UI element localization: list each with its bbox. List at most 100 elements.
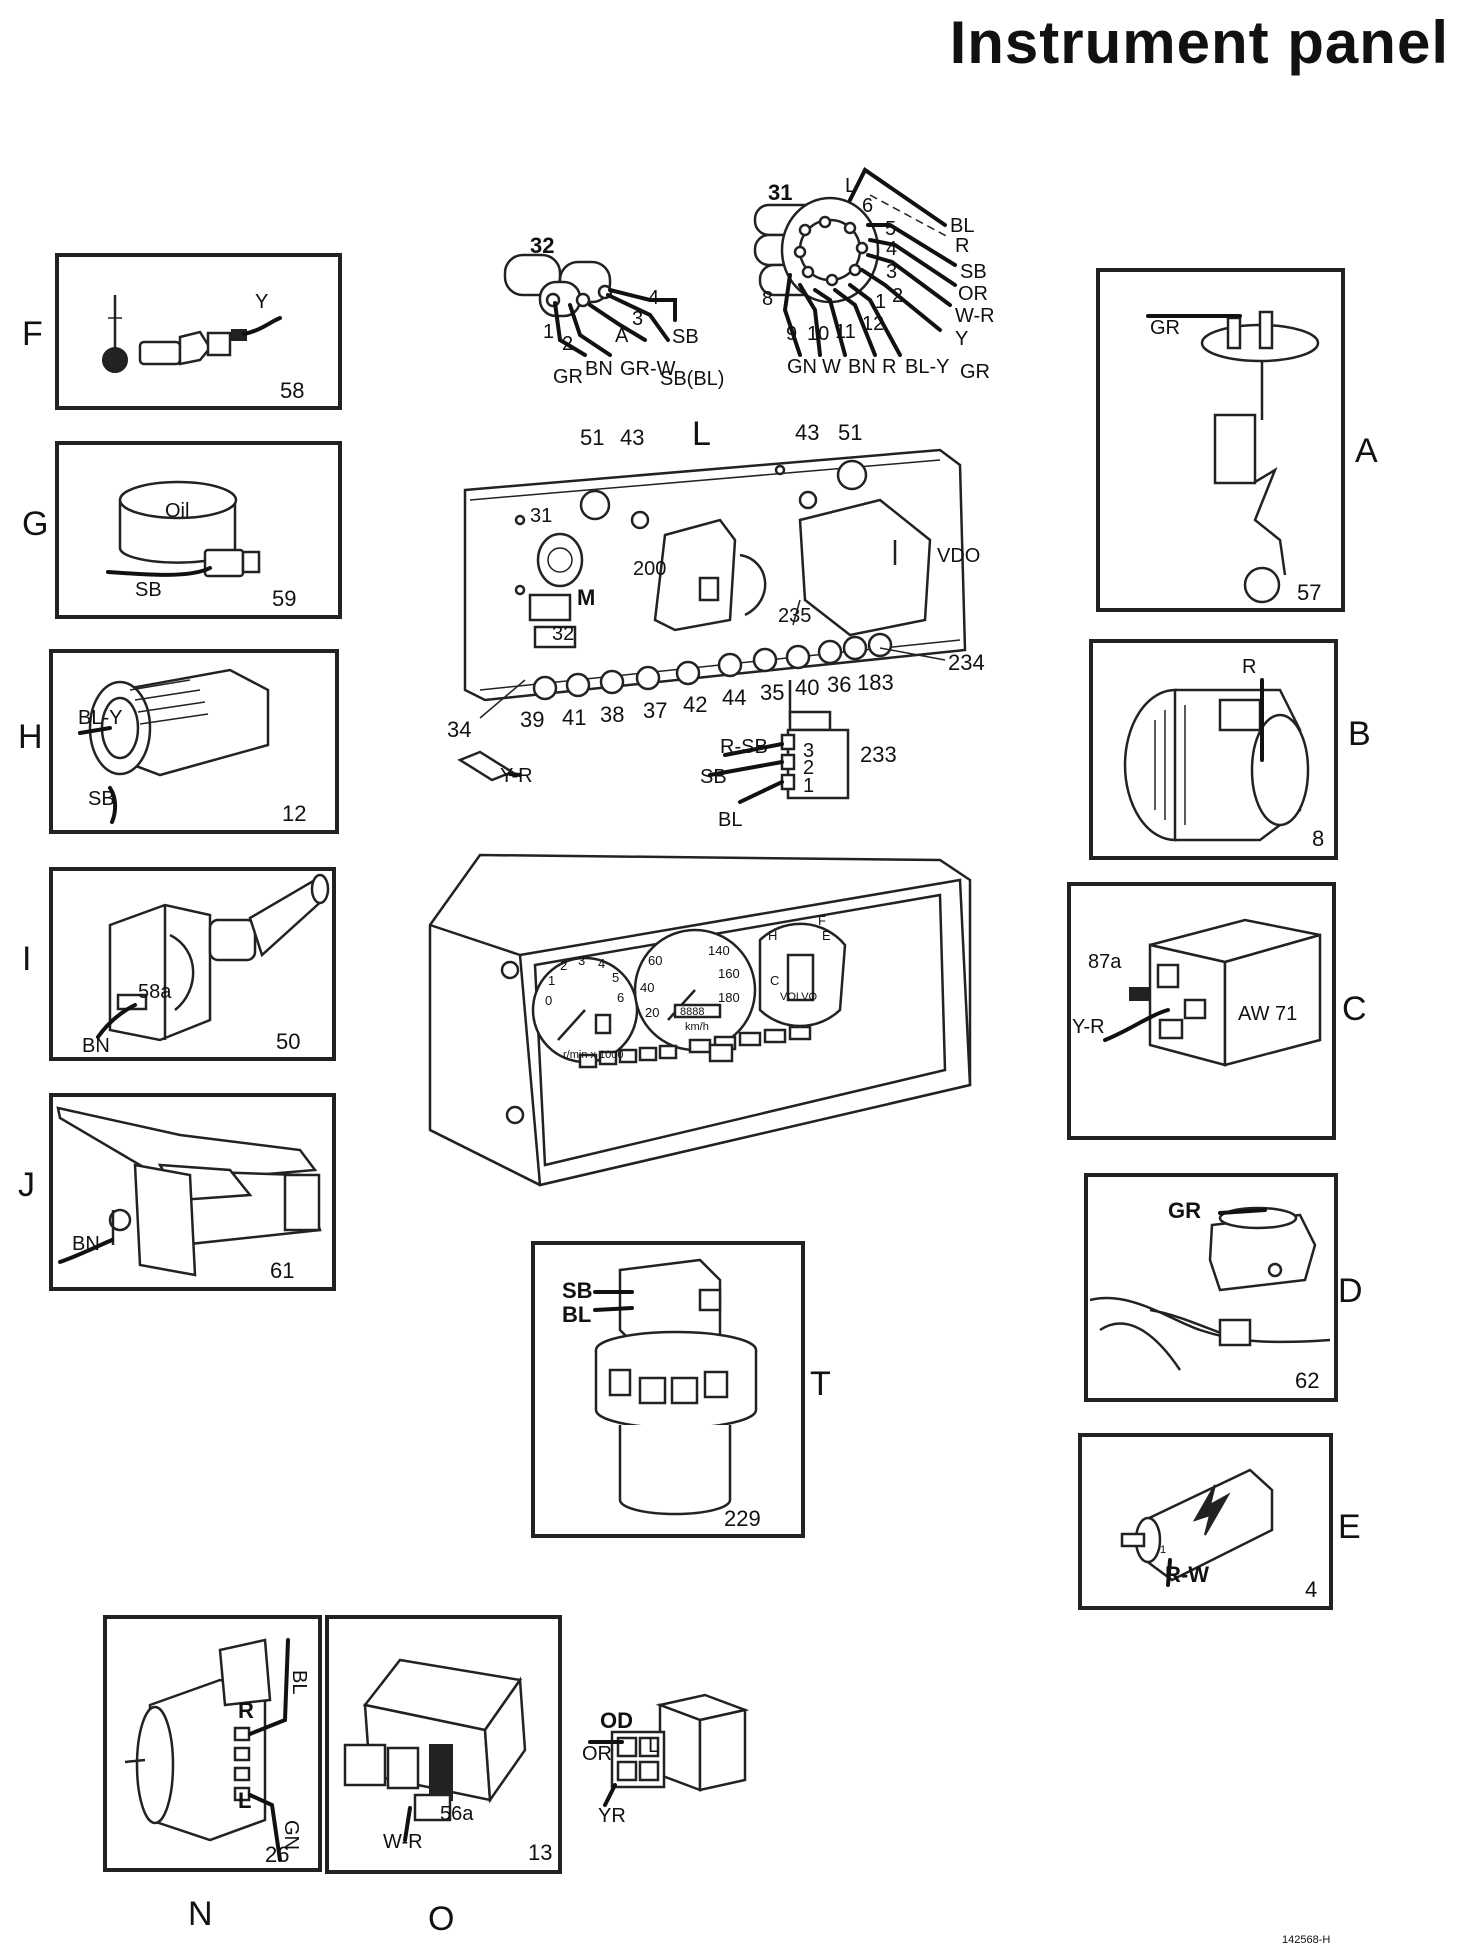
callout-39: 39 (520, 707, 544, 732)
tacho-tick-5: 5 (612, 970, 619, 985)
panel-f-letter: F (22, 315, 43, 353)
volvo-brand: VOLVO (780, 991, 818, 1003)
connector-31-pin-1: 1 (875, 291, 886, 313)
connector-31-wire-sb: SB (960, 261, 987, 283)
panel-j-wire-bn: BN (72, 1233, 100, 1255)
connector-31-wire-bl: BL (950, 215, 974, 237)
panel-a: A GR 57 (1096, 268, 1378, 612)
panel-a-frame (1096, 268, 1345, 612)
printed-circuit-board: L VDO M 51 43 43 51 31 200 32 235 34 39 … (447, 415, 985, 787)
connector-32-pin-2: 2 (562, 333, 573, 355)
panel-i-letter: I (22, 940, 31, 978)
panel-e-wire-r-w: R-W (1165, 1562, 1209, 1587)
panel-n-terminal-l: L (238, 1788, 251, 1813)
callout-31: 31 (530, 505, 552, 527)
connector-31-pin-12: 12 (862, 313, 884, 335)
callout-41: 41 (562, 705, 586, 730)
fuel-gauge-sender (1146, 310, 1320, 604)
panel-o-frame (325, 1615, 562, 1874)
connector-32-pin-1: 1 (543, 321, 554, 343)
thermometer-icon (102, 295, 128, 373)
panel-b-number: 8 (1312, 826, 1324, 851)
panel-n-wire-gn: GN (280, 1820, 302, 1850)
panel-j-number: 61 (270, 1258, 294, 1283)
panel-b: B R 8 (1089, 639, 1371, 860)
panel-j-frame (49, 1093, 336, 1291)
panel-i-wire-bn: BN (82, 1035, 110, 1057)
sensor-229 (593, 1258, 758, 1516)
panel-n-number: 26 (265, 1842, 289, 1867)
connector-31-wire-bl-y: BL-Y (905, 356, 949, 378)
connector-31-wire-r: R (955, 235, 969, 257)
panel-e: E 1 R-W 4 (1078, 1433, 1361, 1610)
connector-31-wire-gr: GR (960, 361, 990, 383)
circuit-board-details (514, 459, 932, 649)
connector-32-wire-sb-bl: SB(BL) (660, 368, 724, 390)
connector-233-wire-r-sb: R-SB (720, 736, 768, 758)
panel-o: O 56a W-R 13 (325, 1615, 562, 1938)
panel-d-letter: D (1338, 1272, 1363, 1310)
panel-g: G Oil SB 59 (22, 441, 342, 619)
connector-31-pin-3: 3 (886, 261, 897, 283)
ballast-component (78, 668, 270, 824)
warning-lamps (578, 1025, 812, 1069)
panel-h-number: 12 (282, 801, 306, 826)
vdo-label: VDO (937, 545, 980, 567)
panel-c-letter: C (1342, 990, 1367, 1028)
panel-n: N R L BL GN 26 (103, 1615, 322, 1933)
handbrake-lever (56, 1106, 322, 1277)
panel-d: D GR 62 (1084, 1173, 1363, 1402)
panel-h-letter: H (18, 718, 43, 756)
relay-13 (343, 1658, 527, 1842)
panel-o-terminal-56a: 56a (440, 1803, 474, 1825)
callout-35: 35 (760, 680, 784, 705)
relay (1103, 918, 1322, 1067)
connector-31-wire-bn: BN (848, 356, 876, 378)
callout-36: 36 (827, 672, 851, 697)
page-title: Instrument panel (949, 9, 1449, 76)
switch-unit (124, 1638, 290, 1862)
panel-e-frame (1078, 1433, 1333, 1610)
temperature-sender (138, 316, 282, 366)
speedo-tick-140: 140 (708, 943, 730, 958)
panel-n-letter: N (188, 1895, 213, 1933)
panel-n-terminal-r: R (238, 1698, 254, 1723)
od-connector-terminal-l: L (648, 1735, 659, 1757)
callout-34: 34 (447, 717, 471, 742)
tacho-tick-6: 6 (617, 990, 624, 1005)
panel-f: F Y 58 (22, 253, 342, 410)
od-connector: OD L OR YR (582, 1693, 750, 1827)
connector-233-number: 233 (860, 742, 897, 767)
connector-31-pin-11: 11 (835, 321, 856, 343)
connector-32-pin-3: 3 (632, 308, 643, 330)
tacho-unit: r/min x 1000 (563, 1049, 624, 1061)
callout-235: 235 (778, 605, 811, 627)
connector-32-wire-gr-w: GR-W (620, 358, 676, 380)
combination-gauge (758, 922, 847, 1028)
speedo-tick-160: 160 (718, 966, 740, 981)
callout-37: 37 (643, 698, 667, 723)
connector-32-pin-a: A (615, 325, 629, 347)
panel-f-frame (55, 253, 342, 410)
callout-38: 38 (600, 702, 624, 727)
panel-g-frame (55, 441, 342, 619)
panel-d-wire-gr: GR (1168, 1198, 1201, 1223)
panel-n-wire-bl: BL (288, 1670, 310, 1694)
connector-31-pin-l: L (845, 175, 856, 197)
panel-h-frame (49, 649, 339, 834)
od-connector-wire-or: OR (582, 1743, 612, 1765)
panel-a-number: 57 (1297, 580, 1321, 605)
alternator (1123, 678, 1310, 842)
connector-31: 31 L 6 5 4 3 2 1 12 11 10 9 8 BL R SB OR… (753, 167, 995, 383)
connector-31-number: 31 (768, 180, 792, 205)
connector-31-wire-gn: GN (787, 356, 817, 378)
tacho-tick-0: 0 (545, 993, 552, 1008)
connector-31-pin-8: 8 (762, 288, 773, 310)
callout-32: 32 (552, 623, 574, 645)
small-resistor-wire: Y-R (500, 765, 533, 787)
panel-g-letter: G (22, 505, 48, 543)
tacho-tick-2: 2 (560, 958, 567, 973)
connector-31-pin-4: 4 (886, 238, 897, 260)
panel-n-frame (103, 1615, 322, 1872)
panel-c: C 87a AW 71 Y-R (1067, 882, 1367, 1140)
